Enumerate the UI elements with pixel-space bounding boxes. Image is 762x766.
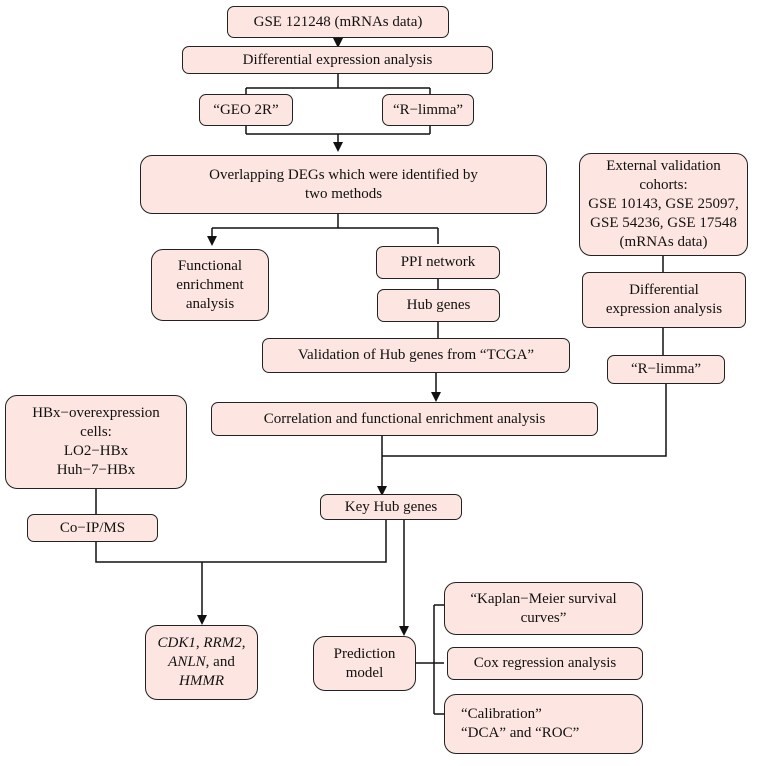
node-differential-expression-analysis-2: Differential expression analysis	[582, 272, 746, 328]
hbx-line-2: cells:	[80, 424, 112, 440]
node-r-limma-2: “R−limma”	[607, 355, 725, 384]
node-validation-tcga: Validation of Hub genes from “TCGA”	[262, 338, 570, 373]
km-line-1: “Kaplan−Meier survival	[470, 590, 617, 607]
external-line-2: cohorts:	[639, 177, 688, 193]
functional-line-2: enrichment	[176, 276, 244, 293]
genes-line-3: HMMR	[179, 672, 224, 691]
gene-rrm2: RRM2	[203, 635, 242, 651]
prediction-line-2: model	[345, 664, 384, 681]
node-key-genes-list: CDK1, RRM2, ANLN, and HMMR	[145, 625, 258, 700]
diff2-line-2: expression analysis	[605, 301, 723, 317]
diff2-line-1: Differential	[629, 282, 699, 298]
node-gse121248: GSE 121248 (mRNAs data)	[227, 6, 449, 38]
hbx-line-1: HBx−overexpression	[32, 405, 160, 421]
node-prediction-model: Prediction model	[313, 636, 416, 691]
node-cox-regression: Cox regression analysis	[447, 647, 643, 680]
node-calibration-dca-roc: “Calibration” “DCA” and “ROC”	[444, 694, 643, 754]
gene-hmmr: HMMR	[179, 673, 224, 689]
functional-line-1: Functional	[177, 257, 243, 274]
node-correlation-enrichment: Correlation and functional enrichment an…	[211, 402, 598, 436]
connector-coip-merge	[95, 520, 387, 563]
genes-line-2: ANLN, and	[168, 653, 235, 672]
genes-line-1: CDK1, RRM2,	[158, 634, 246, 653]
prediction-line-1: Prediction	[333, 645, 396, 662]
genes-sep-2: ,	[241, 635, 246, 651]
genes-sep-1: ,	[195, 635, 204, 651]
node-ppi-network: PPI network	[376, 246, 500, 279]
external-line-5: (mRNAs data)	[619, 234, 708, 250]
gene-anln: ANLN	[168, 654, 206, 670]
calibration-line-1: “Calibration”	[461, 706, 542, 722]
functional-line-3: analysis	[185, 295, 235, 312]
connector-prediction-bracket	[416, 604, 444, 715]
node-differential-expression-analysis: Differential expression analysis	[182, 46, 493, 74]
node-external-validation-cohorts: External validation cohorts: GSE 10143, …	[579, 153, 748, 256]
node-co-ip-ms: Co−IP/MS	[27, 514, 158, 542]
node-hub-genes: Hub genes	[377, 289, 500, 322]
external-line-4: GSE 54236, GSE 17548	[590, 215, 737, 231]
node-kaplan-meier: “Kaplan−Meier survival curves”	[444, 582, 643, 635]
genes-sep-3: , and	[205, 654, 235, 670]
node-functional-enrichment: Functional enrichment analysis	[151, 249, 269, 321]
node-hbx-overexpression-cells: HBx−overexpression cells: LO2−HBx Huh−7−…	[5, 395, 187, 489]
calibration-line-2: “DCA” and “ROC”	[461, 725, 580, 741]
node-r-limma-1: “R−limma”	[382, 94, 474, 126]
node-key-hub-genes: Key Hub genes	[320, 494, 462, 520]
gene-cdk1: CDK1	[157, 635, 196, 651]
external-line-3: GSE 10143, GSE 25097,	[588, 196, 739, 212]
connector-diff-split	[245, 74, 431, 94]
overlapping-line-2: two methods	[304, 185, 383, 202]
connector-overlap-split	[212, 214, 439, 244]
node-overlapping-degs: Overlapping DEGs which were identified b…	[140, 155, 547, 214]
km-line-2: curves”	[520, 609, 567, 626]
overlapping-line-1: Overlapping DEGs which were identified b…	[209, 166, 478, 183]
hbx-line-3: LO2−HBx	[63, 443, 129, 459]
node-geo2r: “GEO 2R”	[199, 94, 293, 126]
hbx-line-4: Huh−7−HBx	[56, 462, 136, 478]
connector-methods-merge	[245, 126, 431, 135]
connector-rlimma-down	[382, 384, 667, 457]
external-line-1: External validation	[606, 158, 721, 174]
